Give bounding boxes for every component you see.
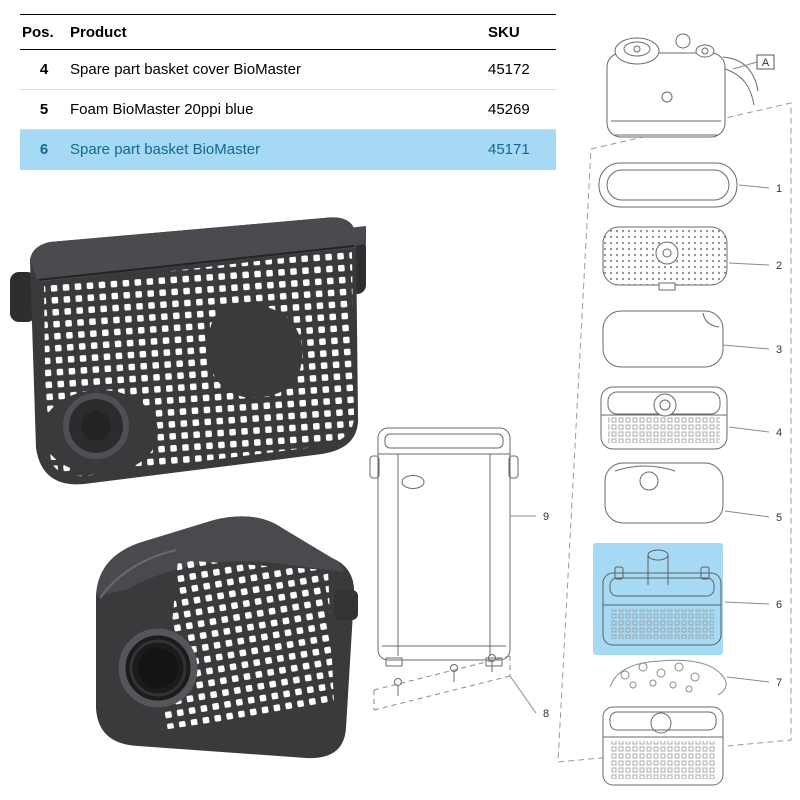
screw-icons <box>394 654 496 696</box>
row-product: Spare part basket BioMaster <box>70 141 261 158</box>
cover-top-band <box>96 516 344 596</box>
frame-a: A <box>732 54 775 70</box>
callout-6: 6 <box>776 599 782 611</box>
canister-drawing: 9 8 <box>369 427 549 720</box>
bio-media-drawing <box>609 659 727 696</box>
foam-drawing-bottom <box>604 462 724 524</box>
callout-7: 7 <box>776 677 782 689</box>
row-product: Spare part basket cover BioMaster <box>70 61 301 78</box>
basket-drawing-highlighted <box>602 549 722 646</box>
callout-1: 1 <box>776 183 782 195</box>
base-plate-dashed <box>373 655 511 711</box>
basket-rim <box>30 217 356 282</box>
cover-hole <box>138 648 178 688</box>
basket-left-handle <box>10 272 36 322</box>
basket-photo <box>10 217 366 485</box>
basket-drawing-1 <box>600 386 728 450</box>
basket-drawing-2 <box>602 706 724 786</box>
header-pos: Pos. <box>22 23 54 41</box>
row-sku: 45172 <box>488 61 530 78</box>
callout-5: 5 <box>776 512 782 524</box>
table-row[interactable]: 4 Spare part basket cover BioMaster 4517… <box>20 50 556 90</box>
callout-3: 3 <box>776 344 782 356</box>
row-pos: 4 <box>39 61 49 78</box>
table-header-row: Pos. Product SKU <box>20 14 556 50</box>
canister-body <box>369 427 519 667</box>
basket-cover-photo <box>96 516 358 759</box>
callout-2: 2 <box>776 260 782 272</box>
filter-head-drawing <box>606 33 759 138</box>
row-product: Foam BioMaster 20ppi blue <box>70 101 254 118</box>
dashed-frame <box>557 102 792 763</box>
callout-8: 8 <box>543 708 549 720</box>
header-sku: SKU <box>488 23 520 41</box>
row-sku: 45171 <box>488 141 530 158</box>
callout-9: 9 <box>543 511 549 523</box>
cover-side-tab <box>334 590 358 620</box>
parts-table: Pos. Product SKU 4 Spare part basket cov… <box>20 14 556 170</box>
basket-recess <box>207 304 303 398</box>
brand-logo <box>401 475 425 489</box>
table-row[interactable]: 5 Foam BioMaster 20ppi blue 45269 <box>20 90 556 130</box>
gasket-drawing <box>598 162 738 208</box>
row-pos: 5 <box>39 101 49 118</box>
header-product: Product <box>70 23 127 41</box>
foam-drawing-top <box>602 310 724 368</box>
frame-label-a: A <box>762 57 770 69</box>
row-sku: 45269 <box>488 101 530 118</box>
table-row-highlighted[interactable]: 6 Spare part basket BioMaster 45171 <box>20 130 556 170</box>
cover-perforations <box>162 560 334 730</box>
row-pos: 6 <box>39 141 49 158</box>
callout-4: 4 <box>776 427 782 439</box>
grid-plate-drawing <box>602 226 728 291</box>
exploded-diagram: A 1 2 3 <box>557 33 792 786</box>
